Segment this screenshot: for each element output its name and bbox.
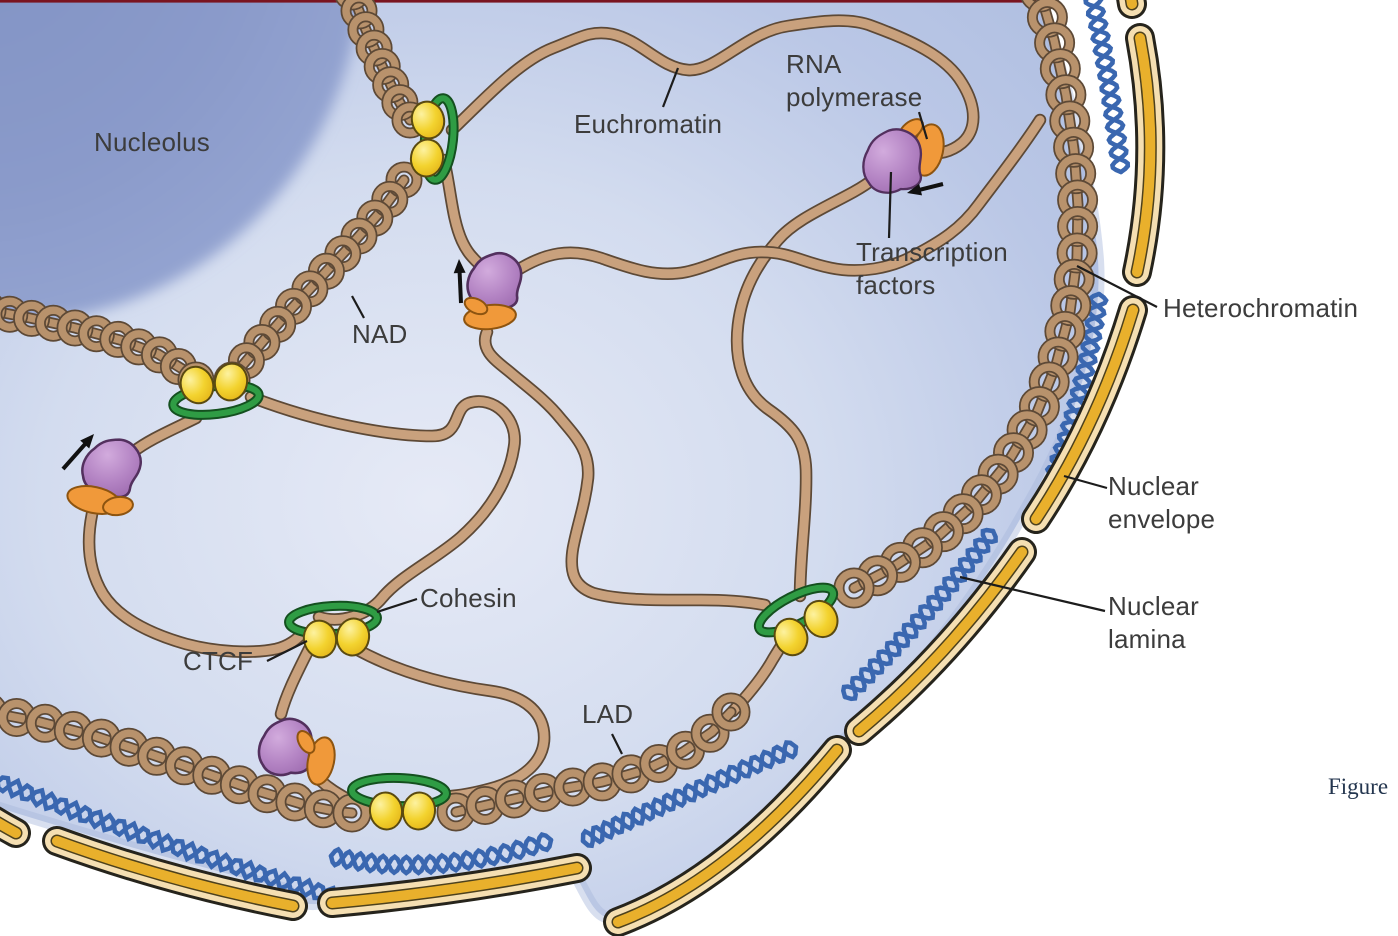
nuclear-envelope-segments bbox=[0, 0, 1166, 936]
cohesin-label: Cohesin bbox=[420, 583, 517, 613]
nuclear-envelope-line2: envelope bbox=[1108, 504, 1216, 534]
nad-label: NAD bbox=[352, 319, 408, 349]
lad-label: LAD bbox=[582, 699, 634, 729]
rna-polymerase-label: RNA polymerase bbox=[786, 48, 922, 114]
nuclear-lamina-line2: lamina bbox=[1108, 624, 1186, 654]
figure-caption: Figure bbox=[1328, 774, 1389, 799]
heterochromatin-label: Heterochromatin bbox=[1163, 293, 1359, 323]
ctcf-label: CTCF bbox=[183, 646, 254, 676]
transcription-factors-line1: Transcription bbox=[856, 237, 1008, 267]
nucleolus-label: Nucleolus bbox=[94, 127, 210, 157]
transcription-complexes bbox=[65, 115, 948, 787]
rna-polymerase-line2: polymerase bbox=[786, 82, 923, 112]
nuclear-lamina-line1: Nuclear bbox=[1108, 591, 1199, 621]
nuclear-envelope-label: Nuclear envelope bbox=[1108, 470, 1215, 536]
euchromatin-label: Euchromatin bbox=[574, 109, 723, 139]
chromatin-fibers bbox=[82, 14, 1047, 804]
nuclear-lamina-ropes bbox=[0, 0, 1131, 907]
rna-polymerase-line1: RNA bbox=[786, 49, 842, 79]
ctcf-proteins bbox=[179, 100, 839, 831]
annotation-lines-arrows bbox=[61, 67, 1158, 755]
nuclear-lamina-label: Nuclear lamina bbox=[1108, 590, 1199, 656]
transcription-factors-line2: factors bbox=[856, 270, 936, 300]
transcription-factors-label: Transcription factors bbox=[856, 236, 1008, 302]
nuclear-envelope-line1: Nuclear bbox=[1108, 471, 1199, 501]
